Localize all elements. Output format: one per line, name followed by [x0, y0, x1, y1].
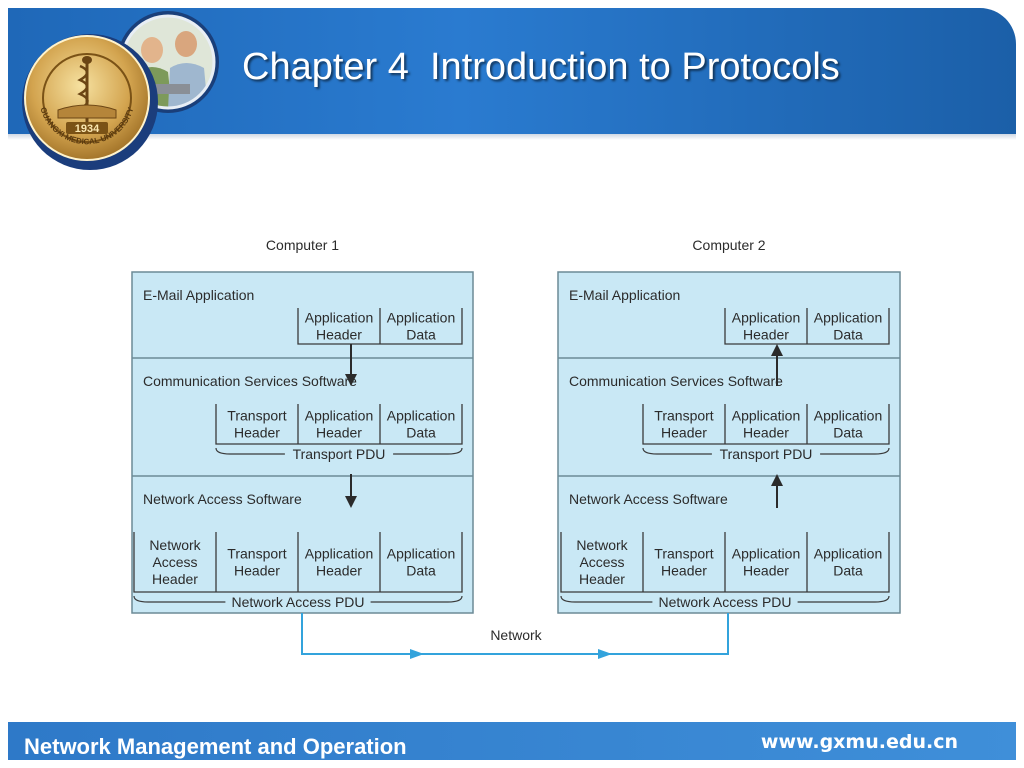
- pdu-label: Network Access PDU: [658, 594, 791, 610]
- layer-label: Network Access Software: [143, 491, 302, 507]
- flow-arrow: [345, 344, 357, 386]
- layer-label: Communication Services Software: [143, 373, 357, 389]
- computer-label: Computer 1: [266, 237, 339, 253]
- slide-title: Chapter 4 Introduction to Protocols: [242, 46, 840, 88]
- computer-box: [131, 271, 474, 614]
- header-shadow: [8, 134, 1016, 140]
- pdu-brace-left: [133, 595, 226, 603]
- pdu-label: Transport PDU: [720, 446, 813, 462]
- flow-arrow-head: [771, 344, 783, 356]
- network-link: Network: [301, 613, 729, 659]
- computer-box: [557, 271, 901, 614]
- pdu-brace: Transport PDU: [215, 446, 463, 462]
- pdu-brace: Transport PDU: [642, 446, 890, 462]
- layer-label: Network Access Software: [569, 491, 728, 507]
- footer-course-title: Network Management and Operation: [24, 734, 407, 759]
- layer-label: E-Mail Application: [569, 287, 680, 303]
- flow-arrow-head: [345, 496, 357, 508]
- pdu-brace-right: [370, 595, 463, 603]
- pdu-brace-right: [797, 595, 890, 603]
- computer-label: Computer 2: [692, 237, 765, 253]
- university-seal: 1934 GUANGXI MEDICAL UNIVERSITY: [22, 34, 158, 170]
- pdu-label: Transport PDU: [293, 446, 386, 462]
- pdu-brace-right: [393, 447, 463, 455]
- pdu-brace: Network Access PDU: [560, 594, 890, 610]
- layer-label: E-Mail Application: [143, 287, 254, 303]
- network-arrow-head: [410, 649, 424, 659]
- footer-url: www.gxmu.edu.cn: [760, 731, 958, 753]
- pdu-brace-right: [820, 447, 890, 455]
- pdu-brace: Network Access PDU: [133, 594, 463, 610]
- layer-label: Communication Services Software: [569, 373, 783, 389]
- pdu-brace-left: [215, 447, 285, 455]
- flow-arrow-head: [345, 374, 357, 386]
- pdu-brace-left: [642, 447, 712, 455]
- network-arrow-head: [598, 649, 612, 659]
- network-label: Network: [490, 627, 542, 643]
- footer-bar: [8, 722, 1016, 760]
- header-field-frame: [215, 404, 463, 445]
- flow-arrow-head: [771, 474, 783, 486]
- header-field-frame: [642, 404, 890, 445]
- network-line: [301, 613, 729, 655]
- pdu-label: Network Access PDU: [231, 594, 364, 610]
- flow-arrow: [345, 474, 357, 508]
- pdu-brace-left: [560, 595, 653, 603]
- seal-year: 1934: [75, 123, 100, 135]
- flow-arrow: [771, 474, 783, 508]
- flow-arrow: [771, 344, 783, 386]
